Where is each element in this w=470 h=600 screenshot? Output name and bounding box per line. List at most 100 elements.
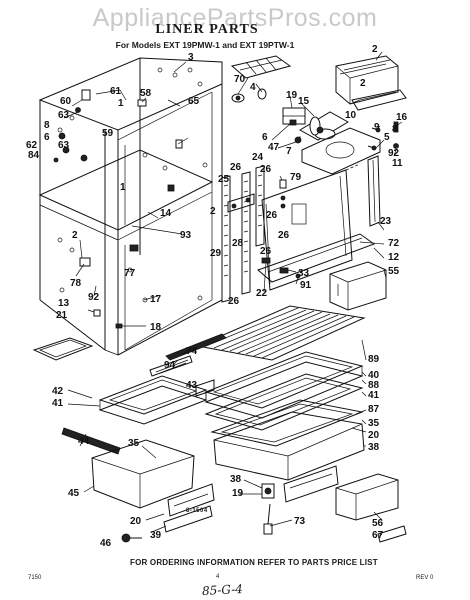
svg-text:40: 40 — [368, 370, 380, 381]
svg-text:67: 67 — [372, 530, 384, 541]
svg-text:84: 84 — [28, 150, 40, 161]
leader-lines — [63, 51, 403, 537]
svg-text:6: 6 — [44, 132, 50, 143]
svg-text:26: 26 — [260, 246, 272, 257]
ordering-note: FOR ORDERING INFORMATION REFER TO PARTS … — [130, 558, 378, 567]
shelf-track-drawing — [221, 165, 301, 303]
svg-text:61: 61 — [110, 86, 122, 97]
svg-text:92: 92 — [88, 292, 100, 303]
svg-text:62: 62 — [26, 140, 38, 151]
svg-text:60: 60 — [60, 96, 72, 107]
watermark: AppliancePartsPros.com — [92, 4, 378, 32]
svg-text:18: 18 — [150, 322, 162, 333]
svg-text:58: 58 — [140, 88, 152, 99]
rear-panel-drawing — [257, 155, 381, 291]
svg-text:9: 9 — [374, 122, 380, 133]
svg-text:70: 70 — [234, 74, 246, 85]
svg-text:19: 19 — [286, 90, 298, 101]
revision-code: REV 0 — [416, 575, 434, 581]
svg-text:15: 15 — [298, 96, 310, 107]
svg-text:13: 13 — [58, 298, 70, 309]
svg-text:87: 87 — [368, 404, 380, 415]
svg-text:41: 41 — [368, 390, 380, 401]
svg-text:65: 65 — [188, 96, 200, 107]
svg-text:14: 14 — [160, 208, 172, 219]
svg-text:38: 38 — [368, 442, 380, 453]
svg-text:29: 29 — [210, 248, 222, 259]
svg-text:46: 46 — [100, 538, 112, 549]
svg-text:12: 12 — [388, 252, 400, 263]
svg-text:19: 19 — [232, 488, 244, 499]
svg-text:77: 77 — [124, 268, 136, 279]
svg-text:91: 91 — [300, 280, 312, 291]
svg-text:56: 56 — [372, 518, 384, 529]
svg-text:20: 20 — [368, 430, 380, 441]
svg-text:55: 55 — [388, 266, 400, 277]
svg-text:43: 43 — [186, 380, 198, 391]
svg-text:8: 8 — [44, 120, 50, 131]
svg-text:11: 11 — [392, 158, 403, 169]
svg-text:47: 47 — [268, 142, 280, 153]
svg-text:23: 23 — [380, 216, 392, 227]
svg-text:26: 26 — [228, 296, 240, 307]
handwritten-note: 85-G-4 — [201, 581, 244, 599]
svg-text:59: 59 — [102, 128, 114, 139]
page-number: 4 — [216, 574, 220, 580]
liner-cabinet-drawing — [38, 57, 223, 356]
page-code-left: 7150 — [28, 575, 42, 581]
svg-text:20: 20 — [130, 516, 142, 527]
svg-text:1: 1 — [118, 98, 124, 109]
svg-text:17: 17 — [150, 294, 162, 305]
diagram-title: LINER PARTS — [155, 22, 259, 37]
svg-text:22: 22 — [256, 288, 268, 299]
svg-text:26: 26 — [266, 210, 278, 221]
svg-text:16: 16 — [396, 112, 408, 123]
svg-text:42: 42 — [52, 386, 64, 397]
svg-text:41: 41 — [52, 398, 64, 409]
svg-text:2: 2 — [372, 44, 378, 55]
evaporator-fan-assembly-drawing — [230, 55, 407, 209]
svg-text:4: 4 — [250, 82, 256, 93]
svg-text:35: 35 — [368, 418, 380, 429]
svg-text:93: 93 — [180, 230, 192, 241]
svg-text:92: 92 — [388, 148, 400, 159]
svg-text:1: 1 — [120, 182, 126, 193]
svg-text:38: 38 — [230, 474, 242, 485]
svg-text:63: 63 — [58, 140, 70, 151]
fan-blade-drawing — [309, 116, 336, 140]
svg-text:26: 26 — [260, 164, 272, 175]
svg-text:28: 28 — [232, 238, 244, 249]
svg-text:2: 2 — [360, 78, 366, 89]
svg-text:21: 21 — [56, 310, 68, 321]
svg-text:88: 88 — [368, 380, 380, 391]
svg-text:26: 26 — [230, 162, 242, 173]
diagram-subtitle: For Models EXT 19PMW-1 and EXT 19PTW-1 — [115, 40, 295, 50]
shelves-drawing — [32, 261, 407, 543]
svg-text:78: 78 — [70, 278, 82, 289]
svg-text:35: 35 — [128, 438, 140, 449]
svg-text:3: 3 — [188, 52, 194, 63]
figure-number: 8-1504 — [186, 508, 208, 514]
svg-text:5: 5 — [384, 132, 390, 143]
part-callouts: 3 2 70 4 19 15 10 2 8 9 5 16 92 11 6 47 … — [26, 44, 408, 549]
svg-text:7: 7 — [286, 146, 292, 157]
svg-text:44: 44 — [78, 436, 90, 447]
svg-text:6: 6 — [262, 132, 268, 143]
svg-text:73: 73 — [294, 516, 306, 527]
svg-text:45: 45 — [68, 488, 80, 499]
svg-text:63: 63 — [58, 110, 70, 121]
svg-text:8: 8 — [392, 124, 398, 135]
svg-text:10: 10 — [345, 110, 357, 121]
svg-text:74: 74 — [186, 346, 198, 357]
svg-text:33: 33 — [298, 268, 310, 279]
svg-text:26: 26 — [278, 230, 290, 241]
svg-text:25: 25 — [218, 174, 230, 185]
svg-text:39: 39 — [150, 530, 162, 541]
svg-text:89: 89 — [368, 354, 380, 365]
svg-text:72: 72 — [388, 238, 400, 249]
svg-text:24: 24 — [252, 152, 264, 163]
svg-text:2: 2 — [210, 206, 216, 217]
svg-text:2: 2 — [72, 230, 78, 241]
